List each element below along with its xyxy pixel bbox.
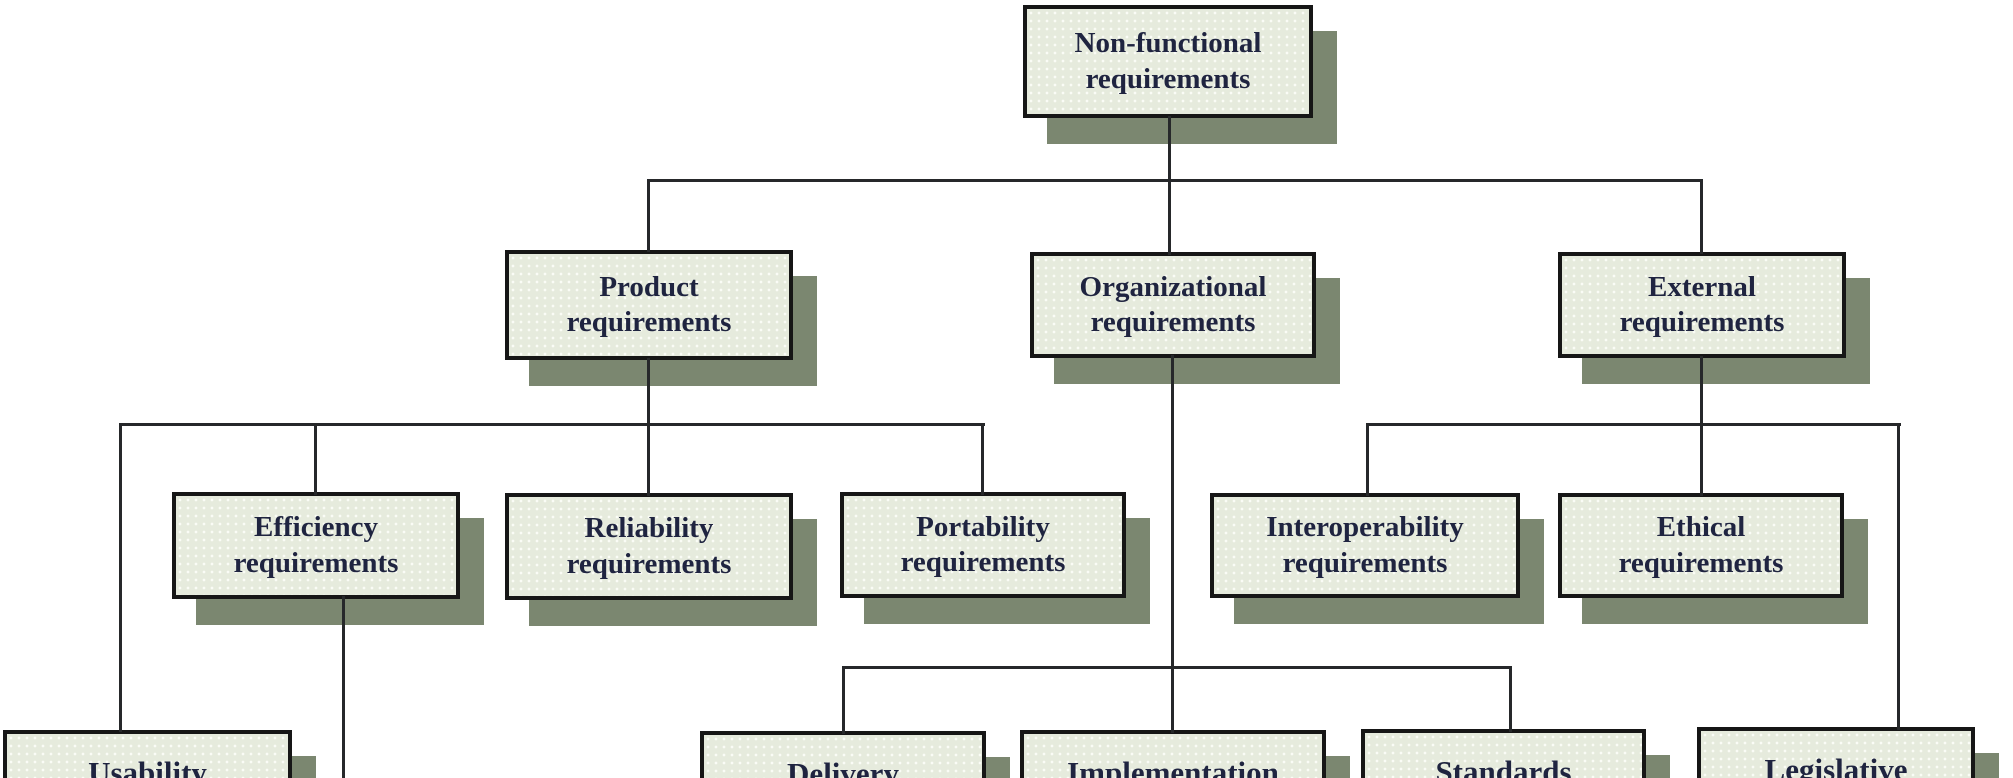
node-label-line: requirements (566, 547, 732, 580)
connector-line (647, 358, 650, 426)
connector-line (842, 666, 1512, 669)
connector-line (981, 423, 984, 495)
node-label-line: requirements (1090, 306, 1256, 338)
connector-line (1509, 666, 1512, 732)
node-delivery: Delivery (700, 731, 986, 778)
node-legislative: Legislative (1697, 727, 1975, 778)
connector-line (119, 423, 985, 426)
connector-line (647, 423, 650, 496)
connector-line (647, 179, 650, 252)
node-label-line: Non-functional (1074, 27, 1262, 60)
connector-line (1171, 666, 1174, 733)
connector-line (1168, 116, 1171, 255)
node-label-line: Reliability (584, 512, 714, 545)
node-label-line: Organizational (1079, 270, 1267, 303)
connector-line (1700, 423, 1703, 496)
node-label-line: requirements (1085, 62, 1251, 95)
node-label-line: requirements (1282, 546, 1448, 579)
node-label-line: Delivery (787, 756, 899, 778)
node-label-line: Implementation (1067, 755, 1279, 778)
node-label-line: Standards (1435, 754, 1572, 778)
connector-line (1366, 423, 1369, 496)
node-standards: Standards (1361, 729, 1646, 778)
node-label-line: requirements (900, 546, 1066, 578)
connector-line (119, 423, 122, 732)
node-label-line: Product (599, 270, 699, 303)
connector-line (842, 666, 845, 734)
connector-line (647, 179, 1703, 182)
connector-line (1897, 423, 1900, 730)
node-label-line: Portability (916, 510, 1050, 543)
node-label-line: Usability (88, 755, 207, 778)
node-label-line: requirements (233, 546, 399, 579)
node-implementation: Implementation (1020, 730, 1326, 778)
node-label-line: requirements (1619, 306, 1785, 338)
connector-line (342, 596, 345, 778)
node-usability: Usability (3, 730, 292, 778)
connector-line (1171, 355, 1174, 669)
node-label-line: requirements (1618, 546, 1784, 579)
node-label-line: Ethical (1656, 511, 1746, 544)
node-label-line: Legislative (1764, 752, 1908, 778)
connector-line (1366, 423, 1901, 426)
node-label-line: Interoperability (1266, 511, 1464, 544)
node-label-line: External (1648, 270, 1756, 303)
connector-line (314, 423, 317, 495)
node-label-line: requirements (566, 306, 732, 338)
connector-line (1700, 179, 1703, 254)
connector-line (1700, 356, 1703, 426)
node-label-line: Efficiency (253, 511, 378, 544)
